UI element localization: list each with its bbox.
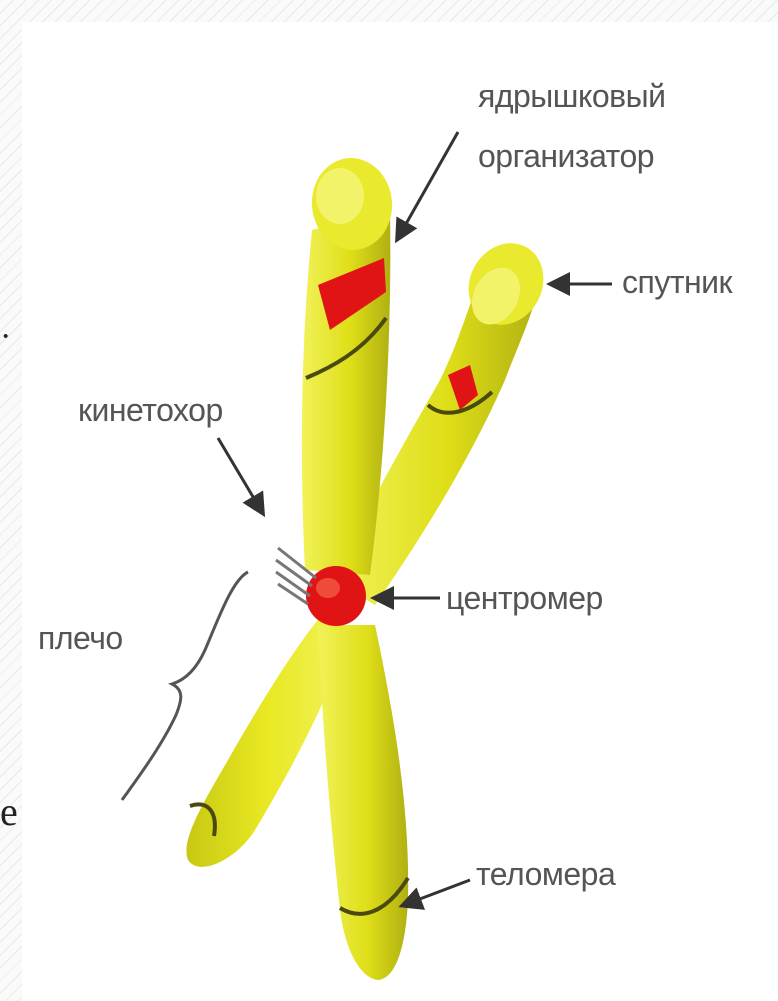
- chromatid-bottom: [318, 625, 408, 980]
- label-nucleolar-organizer-line2: организатор: [478, 140, 654, 172]
- arrow-nucleolar-organizer: [398, 132, 458, 238]
- arrow-kinetochore: [218, 438, 262, 512]
- label-satellite: спутник: [622, 266, 732, 298]
- label-telomere: теломера: [476, 858, 615, 890]
- label-kinetochore: кинетохор: [78, 394, 223, 426]
- label-arm: плечо: [38, 622, 123, 654]
- label-nucleolar-organizer-line1: ядрышковый: [478, 80, 666, 112]
- label-centromere: центромер: [446, 582, 603, 614]
- centromere: [306, 566, 366, 626]
- arrow-telomere: [404, 880, 470, 905]
